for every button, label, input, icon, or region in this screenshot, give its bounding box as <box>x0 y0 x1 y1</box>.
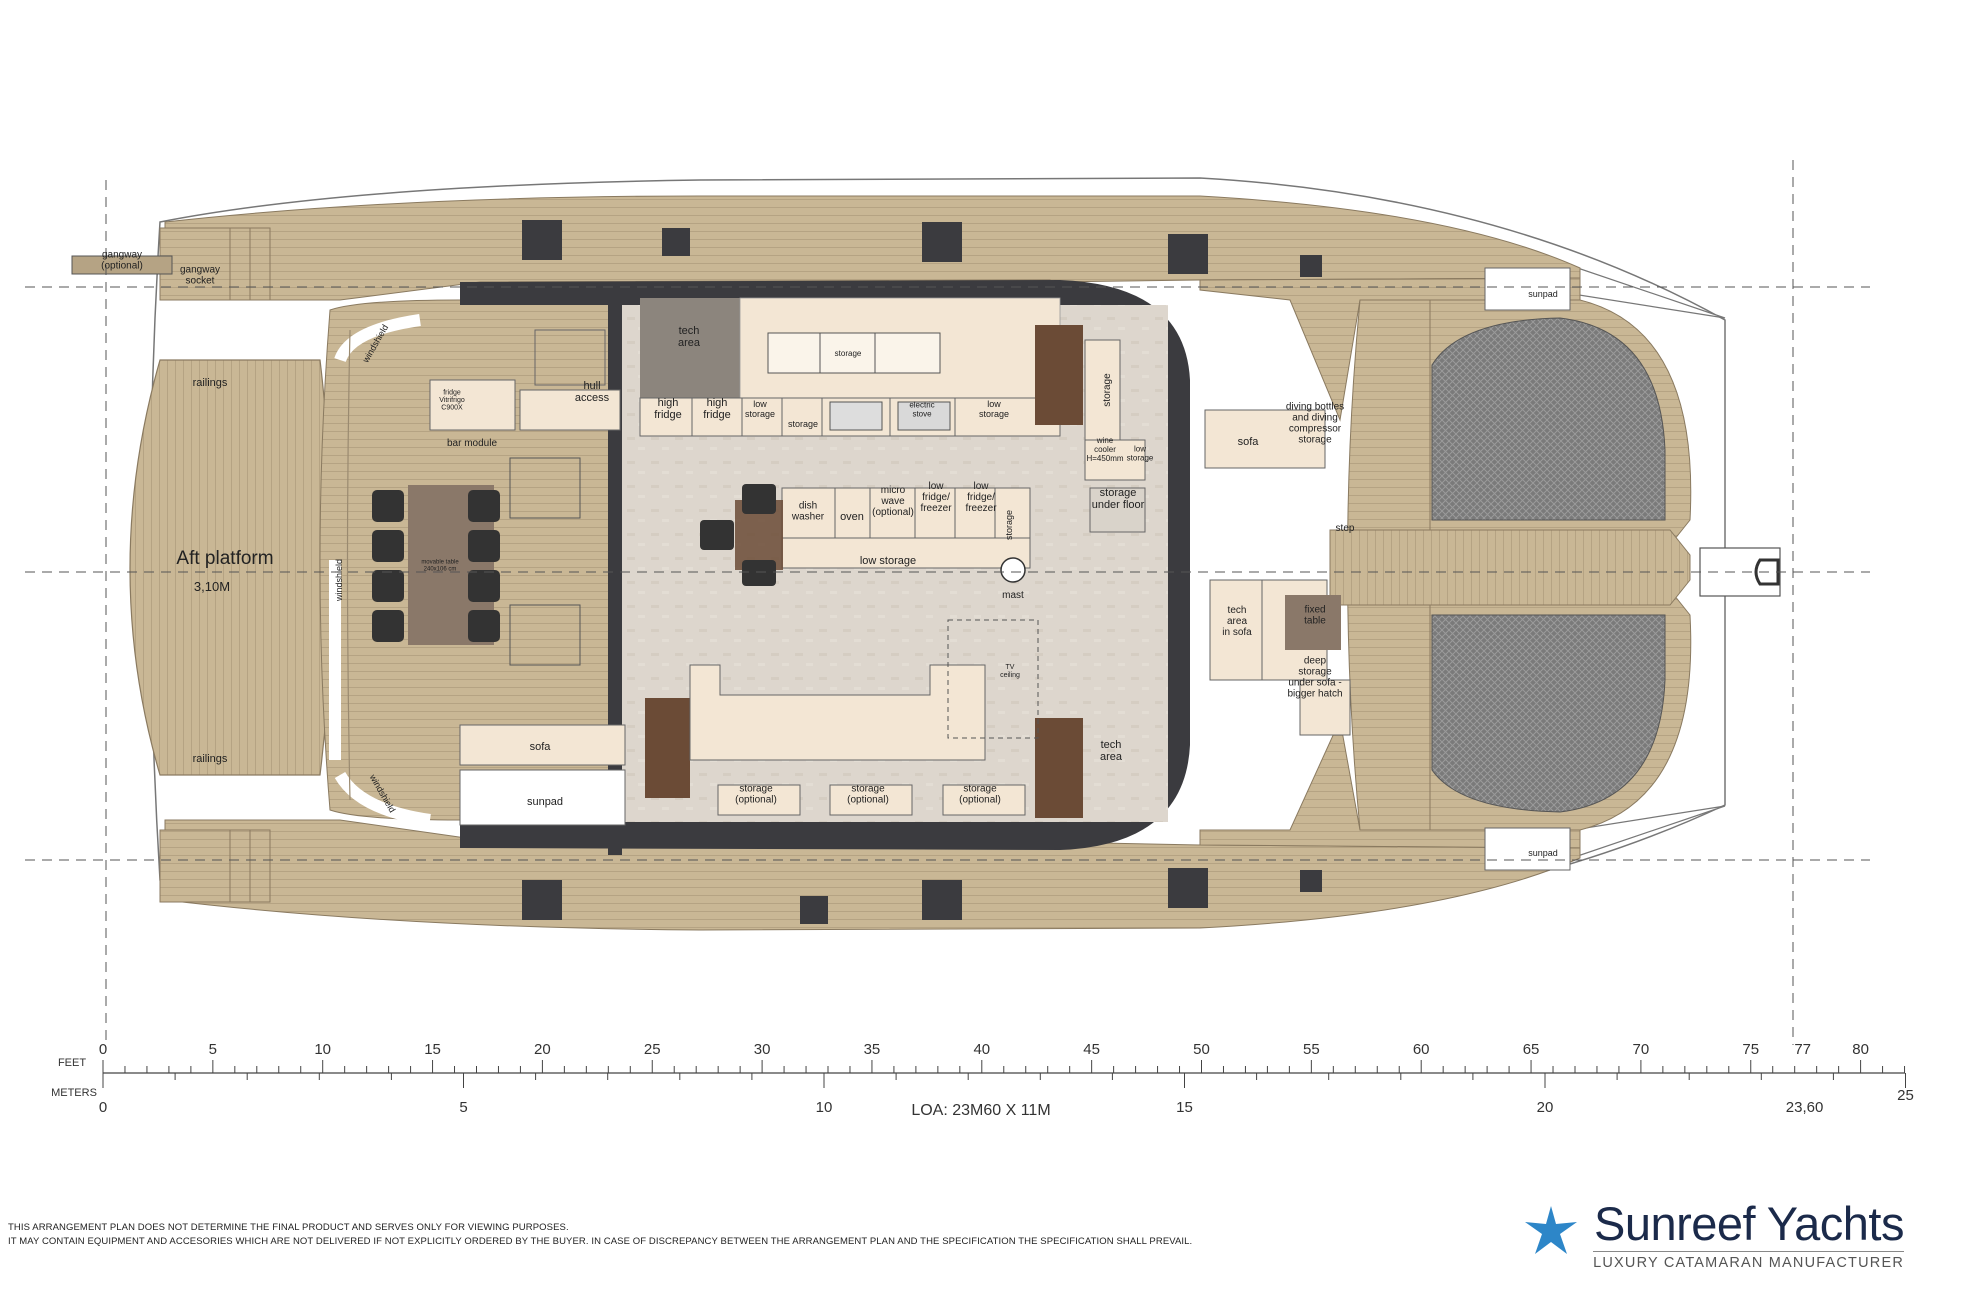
trampoline-net-bottom <box>1431 614 1666 813</box>
meter-tick-label: 20 <box>1537 1099 1554 1116</box>
feet-tick-label: 70 <box>1633 1041 1650 1058</box>
reference-lines <box>25 160 1870 1045</box>
meter-tick-label: 10 <box>816 1099 833 1116</box>
feet-tick-label: 5 <box>209 1041 217 1058</box>
label-storage-opt-3: storage(optional) <box>959 784 1001 806</box>
saloon-sofa <box>689 619 1039 816</box>
label-low-storage-island: low storage <box>860 555 916 567</box>
feet-tick-label: 77 <box>1794 1041 1811 1058</box>
dining-table <box>372 457 581 666</box>
feet-tick-label: 50 <box>1193 1041 1210 1058</box>
feet-tick-label: 65 <box>1523 1041 1540 1058</box>
meter-tick-label: 15 <box>1176 1099 1193 1116</box>
bar-module <box>429 329 621 431</box>
trampoline-net-top <box>1431 317 1666 521</box>
label-gangway-optional: gangway(optional) <box>101 250 143 272</box>
label-sunpad-top: sunpad <box>1528 289 1558 299</box>
label-sunpad-aft: sunpad <box>527 796 563 808</box>
feet-label: FEET <box>58 1057 86 1069</box>
feet-tick-label: 20 <box>534 1041 551 1058</box>
gangway <box>71 255 173 275</box>
feet-tick-label: 80 <box>1852 1041 1869 1058</box>
label-storage-island: storage <box>1004 510 1014 540</box>
label-storage-galley: storage <box>835 349 862 358</box>
label-railings-top: railings <box>193 377 228 389</box>
sunpad-bottom-shape <box>1484 827 1571 871</box>
feet-tick-label: 60 <box>1413 1041 1430 1058</box>
feet-tick-label: 10 <box>314 1041 331 1058</box>
feet-tick-label: 75 <box>1742 1041 1759 1058</box>
galley-island <box>700 484 1031 586</box>
label-step: step <box>1336 523 1355 534</box>
hardtop-frame <box>460 280 1190 855</box>
brand-name: Sunreef Yachts <box>1593 1197 1905 1250</box>
aft-steps <box>159 227 271 903</box>
meter-tick-label: 5 <box>459 1099 467 1116</box>
meter-tick-label: 23,60 <box>1786 1099 1824 1116</box>
label-storage-fwd: storage <box>1102 373 1113 407</box>
label-storage-opt-2: storage(optional) <box>847 784 889 806</box>
storage-stairs <box>645 325 1146 818</box>
meter-tick-label: 25 <box>1897 1087 1914 1104</box>
label-storage-2: storage <box>788 419 818 429</box>
feet-tick-label: 0 <box>99 1041 107 1058</box>
label-aft-platform-width: 3,10M <box>194 579 230 594</box>
feet-tick-label: 30 <box>754 1041 771 1058</box>
label-oven: oven <box>840 511 864 523</box>
brand-tagline: LUXURY CATAMARAN MANUFACTURER <box>1593 1251 1904 1271</box>
meters-label: METERS <box>51 1087 97 1099</box>
label-storage-opt-1: storage(optional) <box>735 784 777 806</box>
label-sofa-aft: sofa <box>530 741 552 753</box>
feet-tick-label: 40 <box>973 1041 990 1058</box>
label-bar-module: bar module <box>447 438 497 449</box>
label-aft-platform: Aft platform <box>176 548 273 569</box>
starfish-icon <box>1525 1206 1578 1254</box>
label-windshield-mid: windshield <box>334 559 344 602</box>
label-sunpad-bottom: sunpad <box>1528 848 1558 858</box>
forward-lounge <box>1204 409 1351 736</box>
label-railings-bottom: railings <box>193 753 228 765</box>
feet-tick-label: 15 <box>424 1041 441 1058</box>
sunpad-top-shape <box>1484 267 1571 311</box>
disclaimer-line-1: THIS ARRANGEMENT PLAN DOES NOT DETERMINE… <box>8 1222 569 1233</box>
feet-tick-label: 35 <box>864 1041 881 1058</box>
feet-tick-label: 55 <box>1303 1041 1320 1058</box>
meter-tick-label: 0 <box>99 1099 107 1116</box>
scale-bar: FEET METERS LOA: 23M60 X 11M 0 5 10 15 20 25 3… <box>51 1041 1914 1119</box>
label-mast: mast <box>1002 590 1024 601</box>
disclaimer-line-2: IT MAY CONTAIN EQUIPMENT AND ACCESORIES … <box>8 1236 1193 1247</box>
feet-tick-label: 25 <box>644 1041 661 1058</box>
label-sofa-fwd: sofa <box>1238 436 1260 448</box>
loa-label: LOA: 23M60 X 11M <box>911 1102 1050 1119</box>
aft-sofa-sunpad <box>459 724 626 826</box>
deck-hardware <box>522 220 1322 924</box>
feet-tick-label: 45 <box>1083 1041 1100 1058</box>
brand: Sunreef Yachts LUXURY CATAMARAN MANUFACT… <box>1525 1197 1905 1272</box>
